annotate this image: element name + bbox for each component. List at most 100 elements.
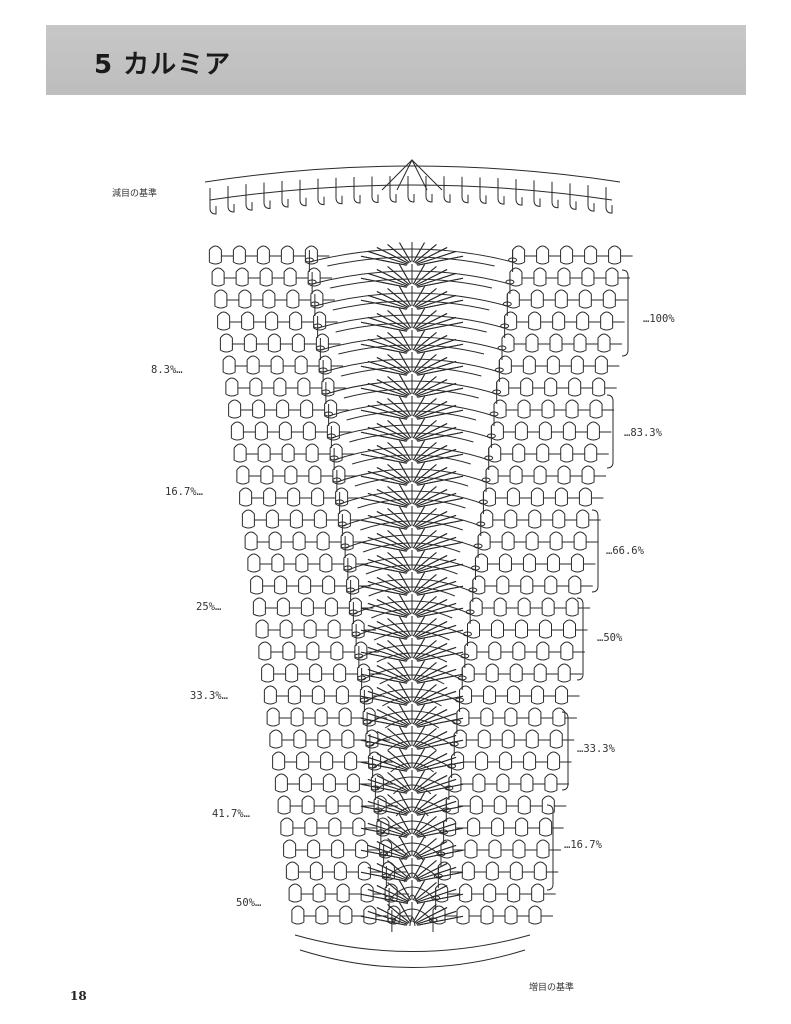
fan-spoke <box>412 418 425 439</box>
fan-spoke <box>417 695 464 706</box>
mesh-block <box>453 729 467 749</box>
mesh-block <box>344 751 358 771</box>
fan-spoke <box>367 712 408 727</box>
fan-spoke <box>414 376 437 395</box>
mesh-block <box>329 443 343 463</box>
fan-spoke <box>376 753 409 770</box>
mesh-block <box>311 685 325 705</box>
fan-spoke <box>414 596 437 615</box>
mesh-block <box>507 685 521 705</box>
fan-spoke <box>412 484 425 505</box>
fan-spoke <box>376 621 409 638</box>
mesh-block <box>565 597 579 617</box>
fan-spoke <box>417 739 464 750</box>
mesh-block <box>501 729 515 749</box>
fan-spoke <box>417 871 464 882</box>
fan-spoke <box>412 440 425 461</box>
mesh-block <box>461 663 475 683</box>
fan-spoke <box>416 294 457 309</box>
mesh-block <box>324 399 338 419</box>
fan-spoke <box>417 651 464 662</box>
fan-spoke <box>360 387 407 398</box>
mesh-block <box>343 553 357 573</box>
fan-spoke <box>415 753 448 770</box>
fan-spoke <box>417 387 464 398</box>
mesh-block <box>335 487 349 507</box>
fan-spoke <box>360 893 407 904</box>
mesh-block <box>363 905 377 925</box>
mesh-block <box>504 509 518 529</box>
mesh-block <box>321 377 335 397</box>
fan-spoke <box>387 750 410 769</box>
fan-spoke <box>367 492 408 507</box>
mesh-block <box>483 685 497 705</box>
mesh-block <box>488 443 502 463</box>
fan-spoke <box>414 464 437 483</box>
mesh-block <box>263 487 277 507</box>
mesh-block <box>538 421 552 441</box>
fan-spoke <box>415 489 448 506</box>
mesh-block <box>472 575 486 595</box>
fan-spoke <box>387 838 410 857</box>
fan-spoke <box>399 638 412 659</box>
edge-loop <box>497 178 505 205</box>
fan-spoke <box>387 794 410 813</box>
mesh-block <box>298 575 312 595</box>
fan-spoke <box>415 291 448 308</box>
mesh-block <box>320 751 334 771</box>
fan-spoke <box>376 885 409 902</box>
mesh-block <box>544 377 558 397</box>
fan-spoke <box>416 822 457 837</box>
stitch-oval <box>340 543 350 549</box>
mesh-block <box>328 817 342 837</box>
mesh-block <box>294 355 308 375</box>
mesh-block <box>289 509 303 529</box>
mesh-block <box>482 487 496 507</box>
chain-arch <box>338 344 485 355</box>
mesh-block <box>287 487 301 507</box>
mesh-block <box>279 619 293 639</box>
fan-spoke <box>387 486 410 505</box>
mesh-block <box>233 443 247 463</box>
stitch-oval <box>381 873 391 879</box>
mesh-block <box>330 641 344 661</box>
mesh-block <box>539 619 553 639</box>
mesh-block <box>533 465 547 485</box>
stitch-oval <box>387 917 397 923</box>
fan-spoke <box>387 706 410 725</box>
fan-spoke <box>412 572 425 593</box>
stitch-oval <box>468 587 478 593</box>
edge-loop <box>605 187 613 214</box>
mesh-block <box>451 751 465 771</box>
stitch-oval <box>508 257 518 263</box>
right-percentage-label: …50% <box>597 632 623 644</box>
fan-spoke <box>376 797 409 814</box>
fan-spoke <box>367 404 408 419</box>
fan-spoke <box>415 533 448 550</box>
fan-spoke <box>399 506 412 527</box>
fan-spoke <box>399 836 412 857</box>
edge-loop <box>443 176 451 203</box>
fan-spoke <box>416 690 457 705</box>
mesh-block <box>280 245 294 265</box>
mesh-block <box>290 707 304 727</box>
mesh-block <box>525 333 539 353</box>
fan-spoke <box>376 533 409 550</box>
stitch-oval <box>310 301 320 307</box>
fan-spoke <box>360 805 407 816</box>
fan-spoke <box>387 310 410 329</box>
fan-arch <box>331 424 492 439</box>
mesh-block <box>238 289 252 309</box>
fan-spoke <box>387 882 410 901</box>
mesh-block <box>257 443 271 463</box>
fan-arch <box>311 270 511 285</box>
stitch-oval <box>436 851 446 857</box>
fan-spoke <box>412 660 425 681</box>
edge-loop <box>281 180 289 208</box>
mesh-block <box>488 839 502 859</box>
fan-spoke <box>414 442 437 461</box>
stitch-oval <box>478 499 488 505</box>
mesh-block <box>509 861 523 881</box>
chain-arch <box>349 432 474 443</box>
